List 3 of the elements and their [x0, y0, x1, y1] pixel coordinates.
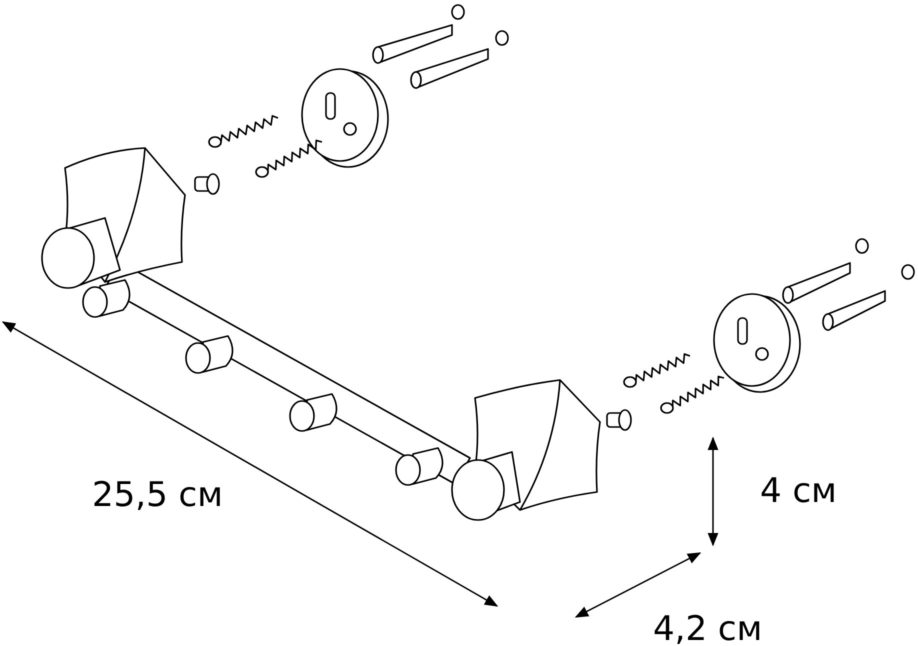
dimension-label: 4 см — [760, 474, 837, 508]
dimension-label: 4,2 см — [653, 612, 762, 646]
dimension-label: 25,5 см — [92, 478, 223, 512]
